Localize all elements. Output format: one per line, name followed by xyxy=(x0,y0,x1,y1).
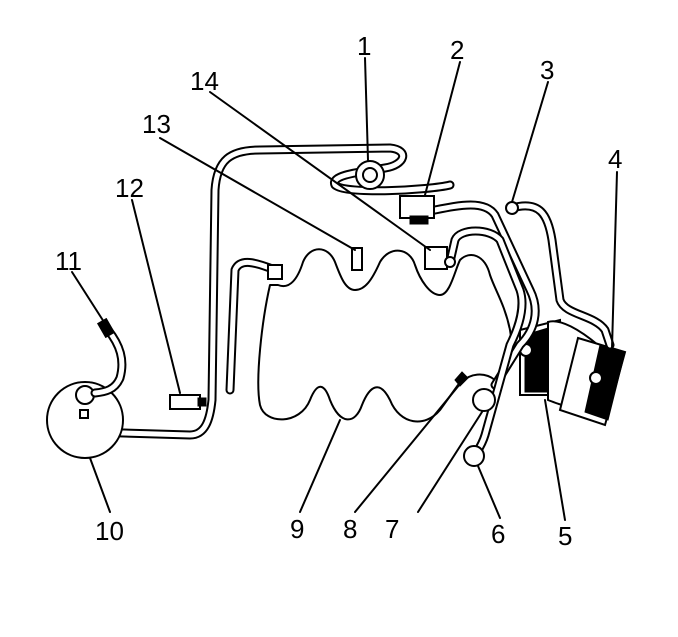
callout-1: 1 xyxy=(357,31,371,61)
component-2-solenoid xyxy=(399,195,435,225)
callout-7: 7 xyxy=(385,514,399,544)
callout-5: 5 xyxy=(558,521,572,551)
component-8-fitting xyxy=(454,371,469,387)
callout-14: 14 xyxy=(190,66,219,96)
component-14-sensor xyxy=(424,246,456,270)
callout-2: 2 xyxy=(450,35,464,65)
callout-12: 12 xyxy=(115,173,144,203)
component-3-connector xyxy=(505,201,519,215)
callout-11: 11 xyxy=(55,246,82,276)
intake-manifold xyxy=(257,248,513,423)
callout-9: 9 xyxy=(290,514,304,544)
manifold-left-port xyxy=(267,264,283,280)
callout-3: 3 xyxy=(540,55,554,85)
callout-13: 13 xyxy=(142,109,171,139)
callout-10: 10 xyxy=(95,516,124,546)
air-inlet-duct xyxy=(519,336,627,427)
component-1-vacuum-valve xyxy=(355,160,385,190)
component-10-brake-booster xyxy=(46,381,124,459)
callout-8: 8 xyxy=(343,514,357,544)
component-13-port xyxy=(351,247,363,271)
callout-4: 4 xyxy=(608,144,622,174)
component-6-cap xyxy=(463,445,485,467)
component-7-port xyxy=(472,388,496,412)
callout-6: 6 xyxy=(491,519,505,549)
component-11-hose-end xyxy=(96,317,116,339)
leader-lines xyxy=(71,57,618,521)
component-12-connector xyxy=(169,394,207,410)
